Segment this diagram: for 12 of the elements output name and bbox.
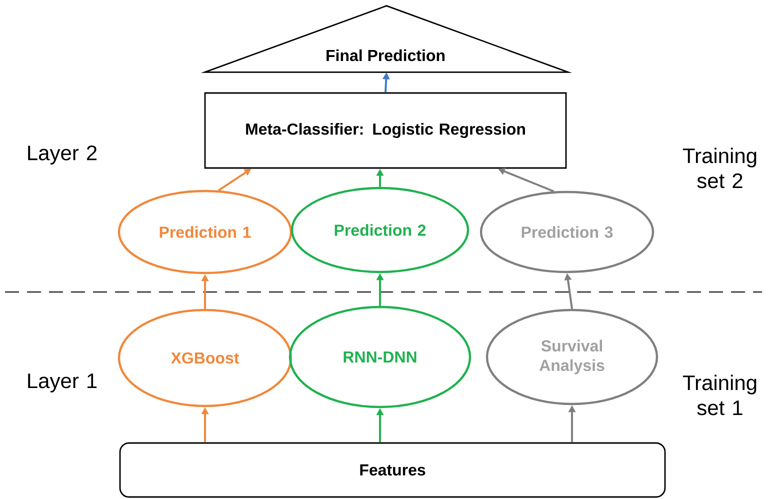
process-box: Meta-Classifier: Logistic Regression [204,92,567,169]
ellipse-node: RNN-DNN [288,306,472,408]
side-label: Training set 1 [682,374,756,416]
ellipse-node: Survival Analysis [486,308,658,406]
ellipse-node: Prediction 2 [290,186,470,274]
side-label: Layer 2 [28,146,97,165]
ellipse-node: XGBoost [118,308,292,408]
ellipse-node: Prediction 1 [118,190,292,274]
side-label: Training set 2 [682,148,756,188]
side-label: Layer 1 [28,374,97,392]
rounded-box: Features [119,442,666,498]
ellipse-node: Prediction 3 [480,190,654,274]
